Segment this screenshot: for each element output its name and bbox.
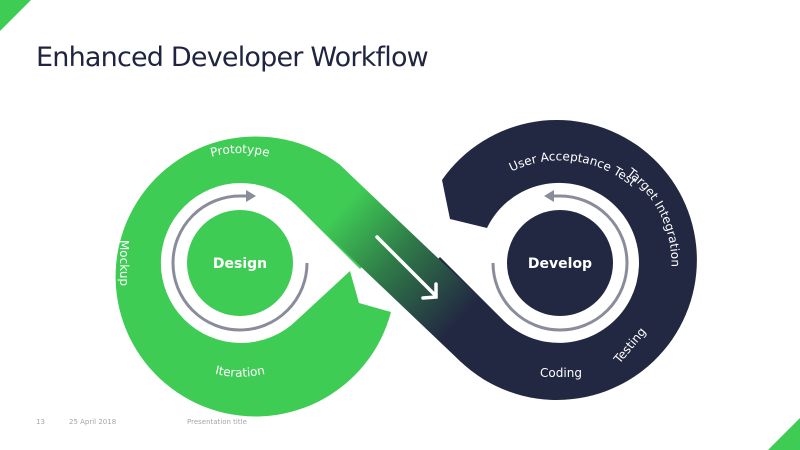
corner-accent-bottom-right	[768, 418, 800, 450]
footer-presentation-title: Presentation title	[187, 418, 247, 426]
stage-label-coding: Coding	[540, 366, 582, 380]
design-label: Design	[213, 256, 267, 272]
transition-band-fill	[297, 164, 503, 362]
stage-label-iteration: Iteration	[214, 363, 266, 380]
design-circle	[187, 210, 293, 316]
stage-label-prototype: Prototype	[209, 142, 271, 160]
develop-circle	[507, 210, 613, 316]
develop-cycle-arrow-icon	[491, 190, 629, 332]
footer-page-number: 13	[36, 418, 45, 426]
transition-arrow-icon	[375, 235, 438, 300]
develop-label: Develop	[528, 256, 592, 272]
corner-accent-top-left	[0, 0, 31, 31]
stage-label-mockup: Mockup	[117, 240, 131, 286]
slide-title: Enhanced Developer Workflow	[36, 42, 429, 73]
design-cycle-arrow-icon	[171, 190, 309, 332]
footer-date: 25 April 2018	[69, 418, 117, 426]
